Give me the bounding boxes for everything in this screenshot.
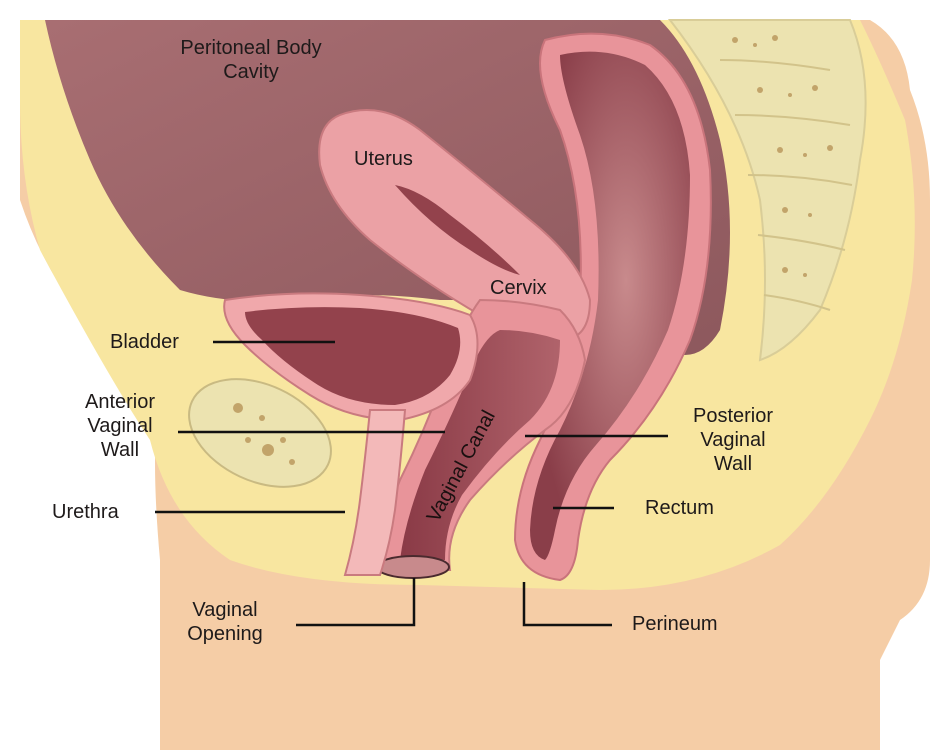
vaginal-canal-lumen (400, 330, 560, 560)
label-rectum: Rectum (645, 497, 714, 519)
label-posterior-vaginal-wall: Posterior Vaginal Wall (692, 405, 774, 475)
label-peritoneal-cavity: Peritoneal Body Cavity (180, 37, 322, 83)
vaginal-opening-ring (376, 555, 450, 579)
sacrum (667, 19, 867, 362)
urethra (343, 409, 407, 576)
sacrum-dots (732, 35, 833, 277)
uterus-cavity (395, 185, 520, 275)
label-anterior-vaginal-wall: Anterior Vaginal Wall (84, 391, 156, 461)
sacrum-vertebra-lines (719, 59, 853, 311)
leader-perineum (522, 582, 612, 627)
leader-lines (155, 340, 668, 627)
label-uterus: Uterus (354, 148, 413, 170)
pubic-bone-dots (233, 403, 295, 465)
label-vaginal-opening: Vaginal Opening (187, 599, 263, 645)
label-urethra: Urethra (52, 501, 119, 523)
label-perineum: Perineum (632, 613, 718, 635)
rectum-lumen (530, 51, 690, 561)
bladder-lumen (245, 307, 461, 405)
label-cervix: Cervix (490, 277, 547, 299)
label-bladder: Bladder (110, 331, 179, 353)
leader-vaginal-opening (296, 578, 416, 627)
